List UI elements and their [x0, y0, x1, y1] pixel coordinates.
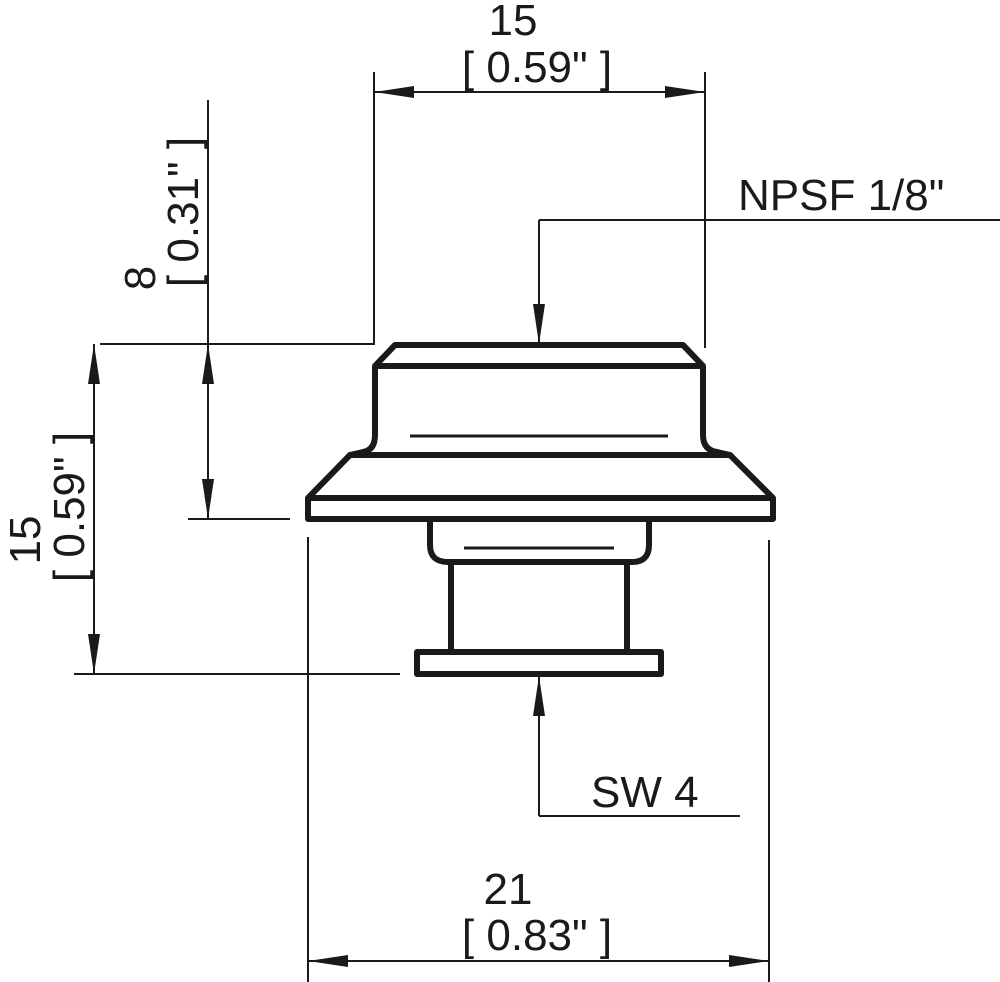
- hex-flange: [305, 452, 776, 522]
- total-height-imperial: [ 0.59" ]: [45, 432, 94, 582]
- dimension-top-width: 15 [ 0.59" ]: [373, 0, 706, 348]
- top-width-metric: 15: [489, 0, 538, 45]
- arrowhead-icon: [202, 479, 214, 519]
- arrowhead-icon: [88, 634, 100, 674]
- top-body: [347, 342, 733, 458]
- arrowhead-icon: [533, 304, 545, 344]
- bottom-width-imperial: [ 0.83" ]: [462, 911, 612, 960]
- thread-label: NPSF 1/8": [738, 171, 944, 220]
- part-outline: [305, 342, 776, 677]
- bottom-plate: [414, 649, 664, 677]
- arrowhead-icon: [202, 344, 214, 384]
- bottom-width-metric: 21: [484, 865, 533, 914]
- dimension-flange-height: 8 [ 0.31" ]: [100, 100, 374, 520]
- arrowhead-icon: [308, 955, 348, 967]
- top-width-imperial: [ 0.59" ]: [462, 43, 612, 92]
- arrowhead-icon: [88, 344, 100, 384]
- flange-height-metric: 8: [116, 266, 165, 290]
- neck: [427, 519, 652, 565]
- arrowhead-icon: [533, 676, 545, 716]
- arrowhead-icon: [374, 86, 414, 98]
- flange-height-imperial: [ 0.31" ]: [159, 137, 208, 287]
- dimension-bottom-width: 21 [ 0.83" ]: [307, 537, 770, 982]
- wrench-size-label: SW 4: [591, 768, 699, 817]
- arrowhead-icon: [665, 86, 705, 98]
- arrowhead-icon: [729, 955, 769, 967]
- thread-callout: NPSF 1/8": [533, 171, 1000, 344]
- wrench-size-callout: SW 4: [533, 676, 740, 817]
- total-height-metric: 15: [1, 516, 50, 565]
- dimension-total-height: 15 [ 0.59" ]: [1, 344, 400, 675]
